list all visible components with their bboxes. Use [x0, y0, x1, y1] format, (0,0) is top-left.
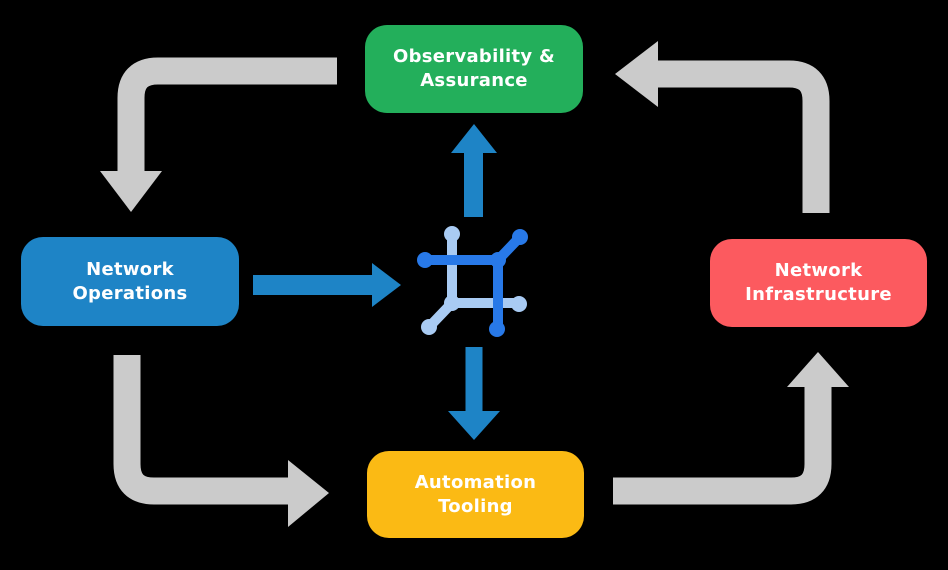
- node-label: Observability & Assurance: [392, 46, 556, 91]
- arrow-operations-to-tooling: [113, 355, 329, 527]
- network-mesh-icon: [417, 226, 528, 337]
- node-network-operations: Network Operations: [21, 237, 239, 326]
- arrow-operations-to-center: [253, 263, 401, 307]
- node-automation-tooling: Automation Tooling: [367, 451, 584, 538]
- node-label: Network Operations: [72, 258, 188, 304]
- arrow-tooling-to-infrastructure: [613, 352, 849, 505]
- node-network-infrastructure: Network Infrastructure: [710, 239, 927, 327]
- arrow-observability-to-operations: [100, 57, 337, 212]
- node-label: Network Infrastructure: [745, 260, 892, 305]
- arrow-infrastructure-to-observability: [615, 41, 830, 213]
- node-observability-assurance: Observability & Assurance: [365, 25, 583, 113]
- arrow-center-to-tooling: [448, 347, 500, 440]
- arrow-center-to-observability: [451, 124, 497, 217]
- node-label: Automation Tooling: [414, 471, 537, 517]
